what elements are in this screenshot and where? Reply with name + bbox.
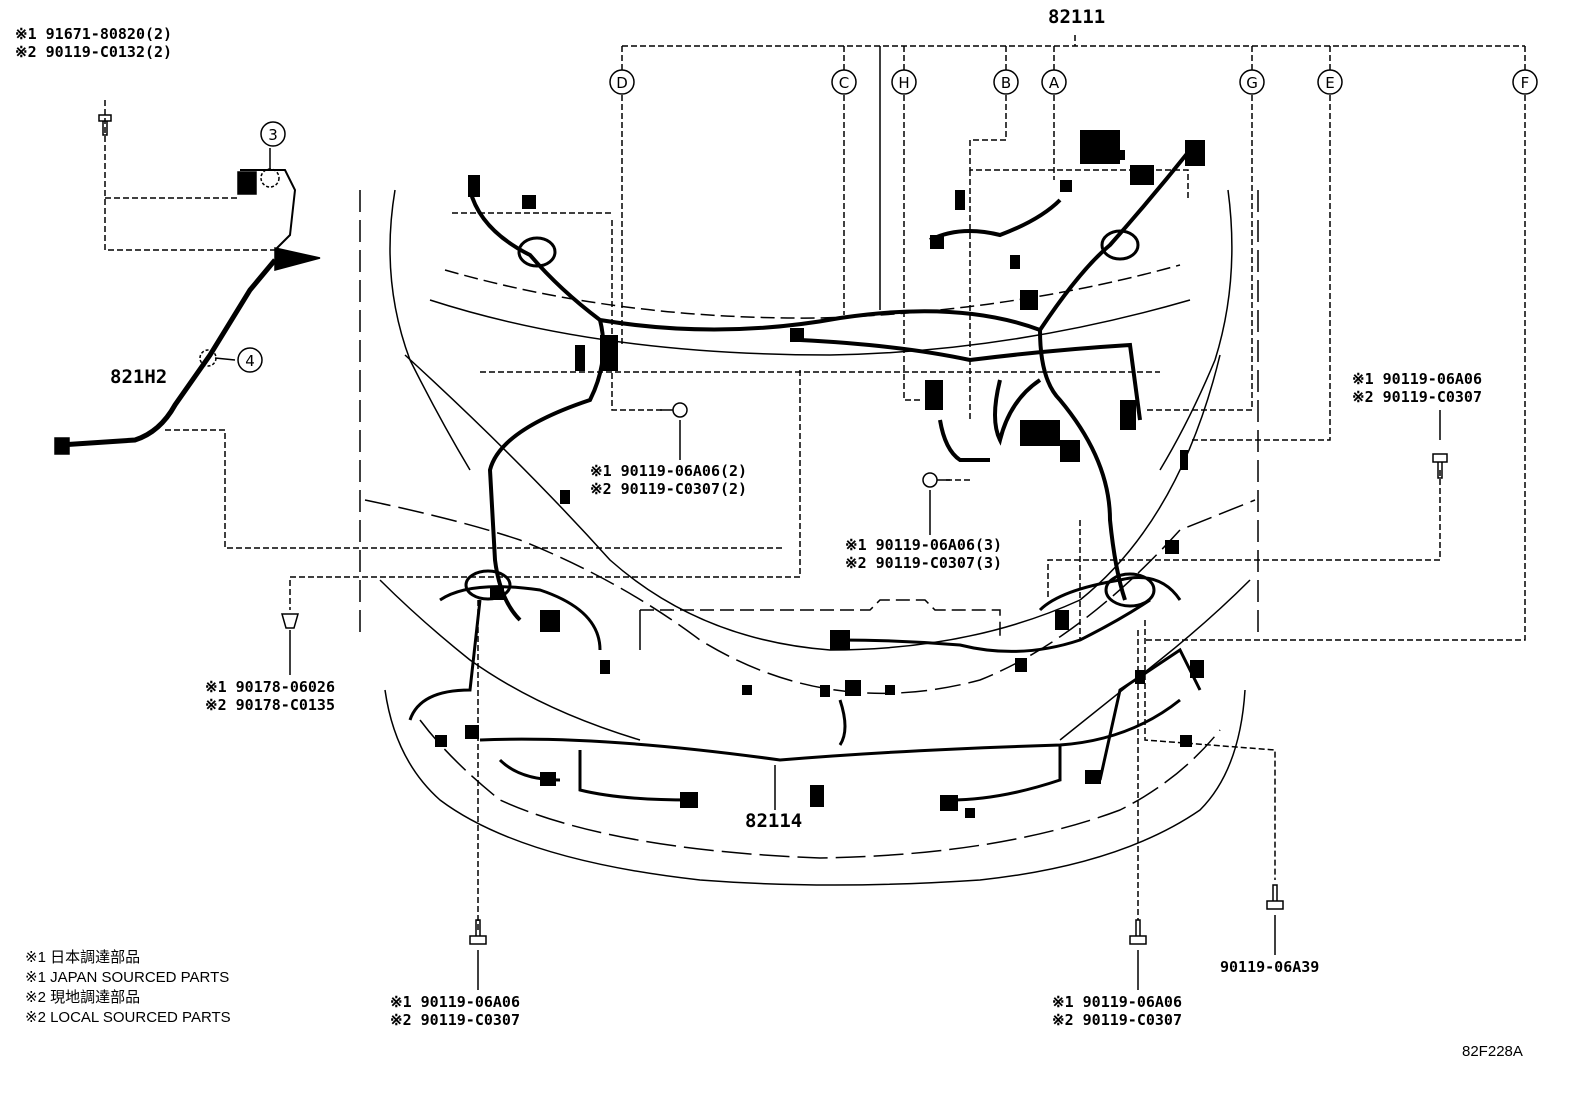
connectors	[435, 130, 1205, 818]
fastener-center-2: ※2 90119-C0307(3)	[845, 554, 1003, 572]
clip-icon	[281, 613, 299, 629]
fastener-center-1: ※1 90119-06A06(3)	[845, 536, 1003, 554]
ref-3: 3	[268, 126, 278, 144]
callout-g: G	[1246, 74, 1258, 92]
callout-f: F	[1521, 74, 1530, 92]
fastener-bottom-right-1: ※1 90119-06A06	[1052, 993, 1182, 1011]
fastener-center-left-2: ※2 90119-C0307(2)	[590, 480, 748, 498]
ref-4: 4	[245, 352, 255, 370]
wiring-harness-82114	[408, 576, 1202, 802]
part-number-821h2: 821H2	[110, 366, 168, 388]
clip-left-2: ※2 90178-C0135	[205, 696, 335, 714]
grommets	[464, 229, 1156, 608]
part-number-82114: 82114	[745, 810, 803, 832]
fastener-right-2: ※2 90119-C0307	[1352, 388, 1482, 406]
fastener-bottom-far-right: 90119-06A39	[1220, 958, 1320, 976]
clip-left-1: ※1 90178-06026	[205, 678, 335, 696]
bolt-icon	[1432, 453, 1448, 479]
bolt-icons	[98, 114, 1448, 945]
label-stems	[289, 410, 1441, 990]
fastener-top-left-1: ※1 91671-80820(2)	[15, 25, 173, 43]
fastener-top-left-2: ※2 90119-C0132(2)	[15, 43, 173, 61]
wiring-harness-82111	[468, 148, 1192, 622]
part-number-82111: 82111	[1048, 6, 1106, 28]
legend-line-1: ※1 日本調達部品	[25, 949, 141, 966]
fastener-right-1: ※1 90119-06A06	[1352, 370, 1482, 388]
callout-h: H	[898, 74, 909, 92]
figure-code: 82F228A	[1462, 1043, 1523, 1060]
bolt-icon	[469, 919, 487, 945]
bolt-icon	[660, 402, 688, 418]
legend-line-2: ※1 JAPAN SOURCED PARTS	[25, 969, 230, 986]
fastener-bottom-left-1: ※1 90119-06A06	[390, 993, 520, 1011]
callout-d: D	[616, 74, 628, 92]
legend-line-3: ※2 現地調達部品	[25, 989, 141, 1006]
fastener-bottom-right-2: ※2 90119-C0307	[1052, 1011, 1182, 1029]
callout-e: E	[1325, 74, 1334, 92]
cable-821h2	[54, 148, 321, 455]
left-leader-lines	[104, 100, 1441, 930]
bolt-icon	[922, 472, 950, 488]
bolt-icon	[1266, 884, 1284, 910]
callout-a: A	[1049, 74, 1060, 92]
bolt-icon	[1129, 919, 1147, 945]
fastener-center-left-1: ※1 90119-06A06(2)	[590, 462, 748, 480]
callout-c: C	[839, 74, 849, 92]
fastener-bottom-left-2: ※2 90119-C0307	[390, 1011, 520, 1029]
callout-circles	[237, 69, 1538, 373]
callout-leader-lines	[621, 35, 1526, 641]
bolt-icon	[98, 114, 112, 136]
callout-b: B	[1001, 74, 1011, 92]
legend-line-4: ※2 LOCAL SOURCED PARTS	[25, 1009, 231, 1026]
